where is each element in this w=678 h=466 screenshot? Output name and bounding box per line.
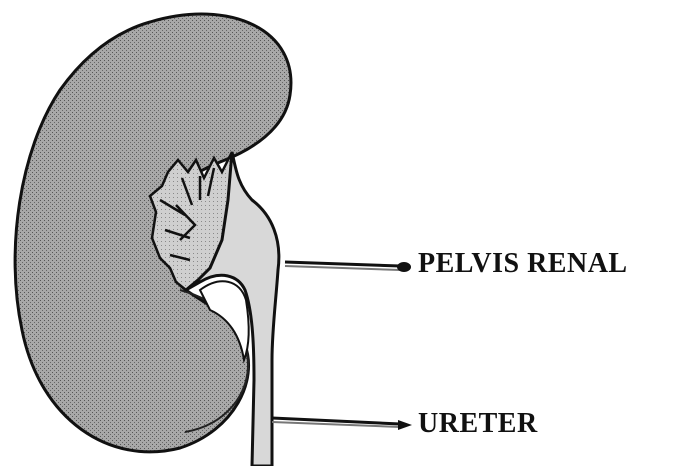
pelvis-pointer: [285, 262, 411, 272]
ureter-pointer: [272, 418, 412, 430]
label-pelvis-renal: PELVIS RENAL: [418, 250, 628, 278]
label-ureter: URETER: [418, 410, 538, 438]
